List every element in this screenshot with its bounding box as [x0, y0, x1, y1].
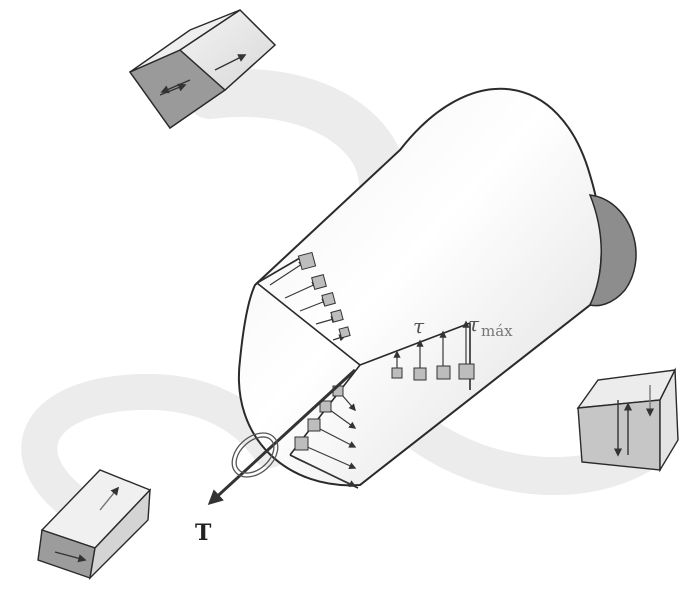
stress-elements-lower: [294, 385, 344, 451]
stress-element-cube-right-icon: [576, 367, 679, 473]
stress-elements-upper: [297, 251, 351, 339]
torque-label: T: [195, 520, 212, 546]
cylinder-end-cap: [588, 194, 637, 307]
cylinder-shaft: [237, 87, 637, 487]
tau-max-symbol: τ: [468, 312, 480, 336]
torque-arrow-icon: [207, 368, 357, 506]
stress-distribution-lower: [294, 394, 357, 487]
stress-element-cube-top-icon: [128, 9, 277, 129]
stress-element-cube-bottom-icon: [37, 469, 152, 581]
tau-label: τ: [413, 314, 425, 338]
stress-distribution-right: [393, 320, 470, 372]
tau-label-group: τ τ máx: [413, 312, 513, 340]
tau-max-subscript: máx: [481, 322, 513, 340]
torque-rotation-icon: [231, 432, 279, 478]
stress-elements-right: [391, 363, 475, 381]
